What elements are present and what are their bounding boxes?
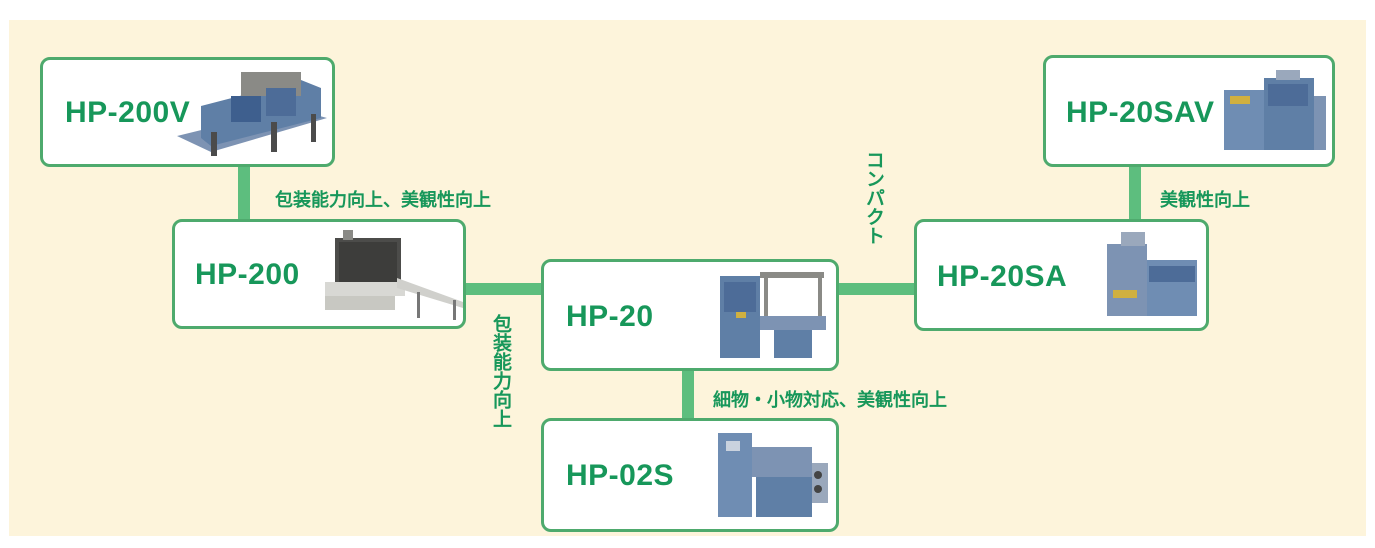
hp-200-machine-image <box>325 230 463 320</box>
edge-label-hp20-hp20sa: コンパクト <box>863 150 885 245</box>
diagram-canvas: HP-200V HP-200 HP-20 <box>9 20 1366 536</box>
edge-label-hp20sa-hp20sav: 美観性向上 <box>1160 190 1250 211</box>
node-label: HP-20 <box>566 300 654 333</box>
node-hp-20: HP-20 <box>541 259 839 371</box>
edge-label-hp20-hp200: 包装能力向上 <box>490 314 512 428</box>
node-hp-200: HP-200 <box>172 219 466 329</box>
node-hp-20sa: HP-20SA <box>914 219 1209 331</box>
node-hp-02s: HP-02S <box>541 418 839 532</box>
hp-02s-machine-image <box>718 433 828 517</box>
connector-hp20sa-hp20sav <box>1129 162 1141 224</box>
node-label: HP-02S <box>566 459 675 492</box>
connector-hp20-hp02s <box>682 369 694 425</box>
node-label: HP-20SAV <box>1066 96 1215 129</box>
edge-label-hp20-hp02s: 細物・小物対応、美観性向上 <box>713 390 947 411</box>
hp-20-machine-image <box>720 272 826 358</box>
hp-20sa-machine-image <box>1107 232 1197 316</box>
node-hp-200v: HP-200V <box>40 57 335 167</box>
node-label: HP-200 <box>195 258 300 291</box>
hp-20sav-machine-image <box>1224 70 1326 150</box>
node-label: HP-20SA <box>937 260 1068 293</box>
hp-200v-machine-image <box>177 72 327 156</box>
node-label: HP-200V <box>65 96 191 129</box>
connector-hp20-hp20sa <box>835 283 921 295</box>
edge-label-hp200-hp200v: 包装能力向上、美観性向上 <box>275 190 491 211</box>
node-hp-20sav: HP-20SAV <box>1043 55 1335 167</box>
connector-hp200-hp20 <box>461 283 551 295</box>
